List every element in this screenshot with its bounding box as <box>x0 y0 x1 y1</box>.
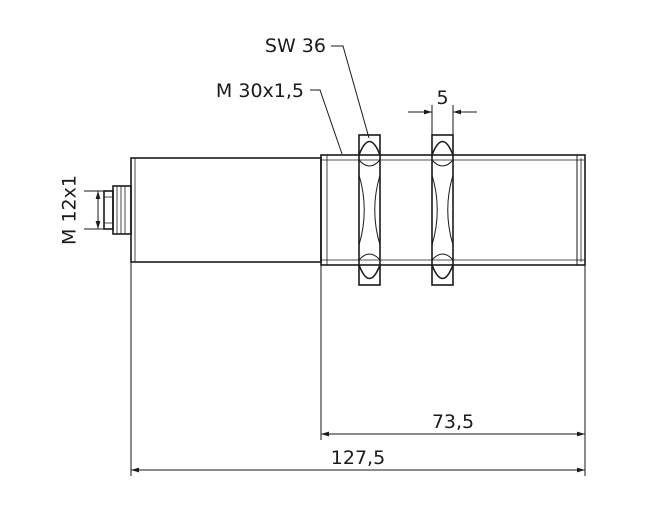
connector-thread-dimension: M 12x1 <box>59 175 104 245</box>
total-length-dimension: 127,5 <box>131 447 585 473</box>
hex-nut-left <box>358 134 381 286</box>
nut-width-value: 5 <box>436 87 448 109</box>
wrench-size-label: SW 36 <box>265 35 326 57</box>
wrench-size-callout: SW 36 <box>265 35 370 139</box>
nut-width-dimension: 5 <box>408 87 477 135</box>
thread-main-label: M 30x1,5 <box>216 80 304 102</box>
rear-housing <box>130 157 322 263</box>
total-length-value: 127,5 <box>331 447 385 469</box>
extension-lines <box>130 262 586 476</box>
hex-nut-right <box>431 134 454 286</box>
connector-m12 <box>103 185 132 235</box>
thread-length-dimension: 73,5 <box>321 411 585 437</box>
thread-connector-label: M 12x1 <box>59 175 81 245</box>
thread-callout: M 30x1,5 <box>216 80 343 155</box>
thread-length-value: 73,5 <box>432 411 474 433</box>
